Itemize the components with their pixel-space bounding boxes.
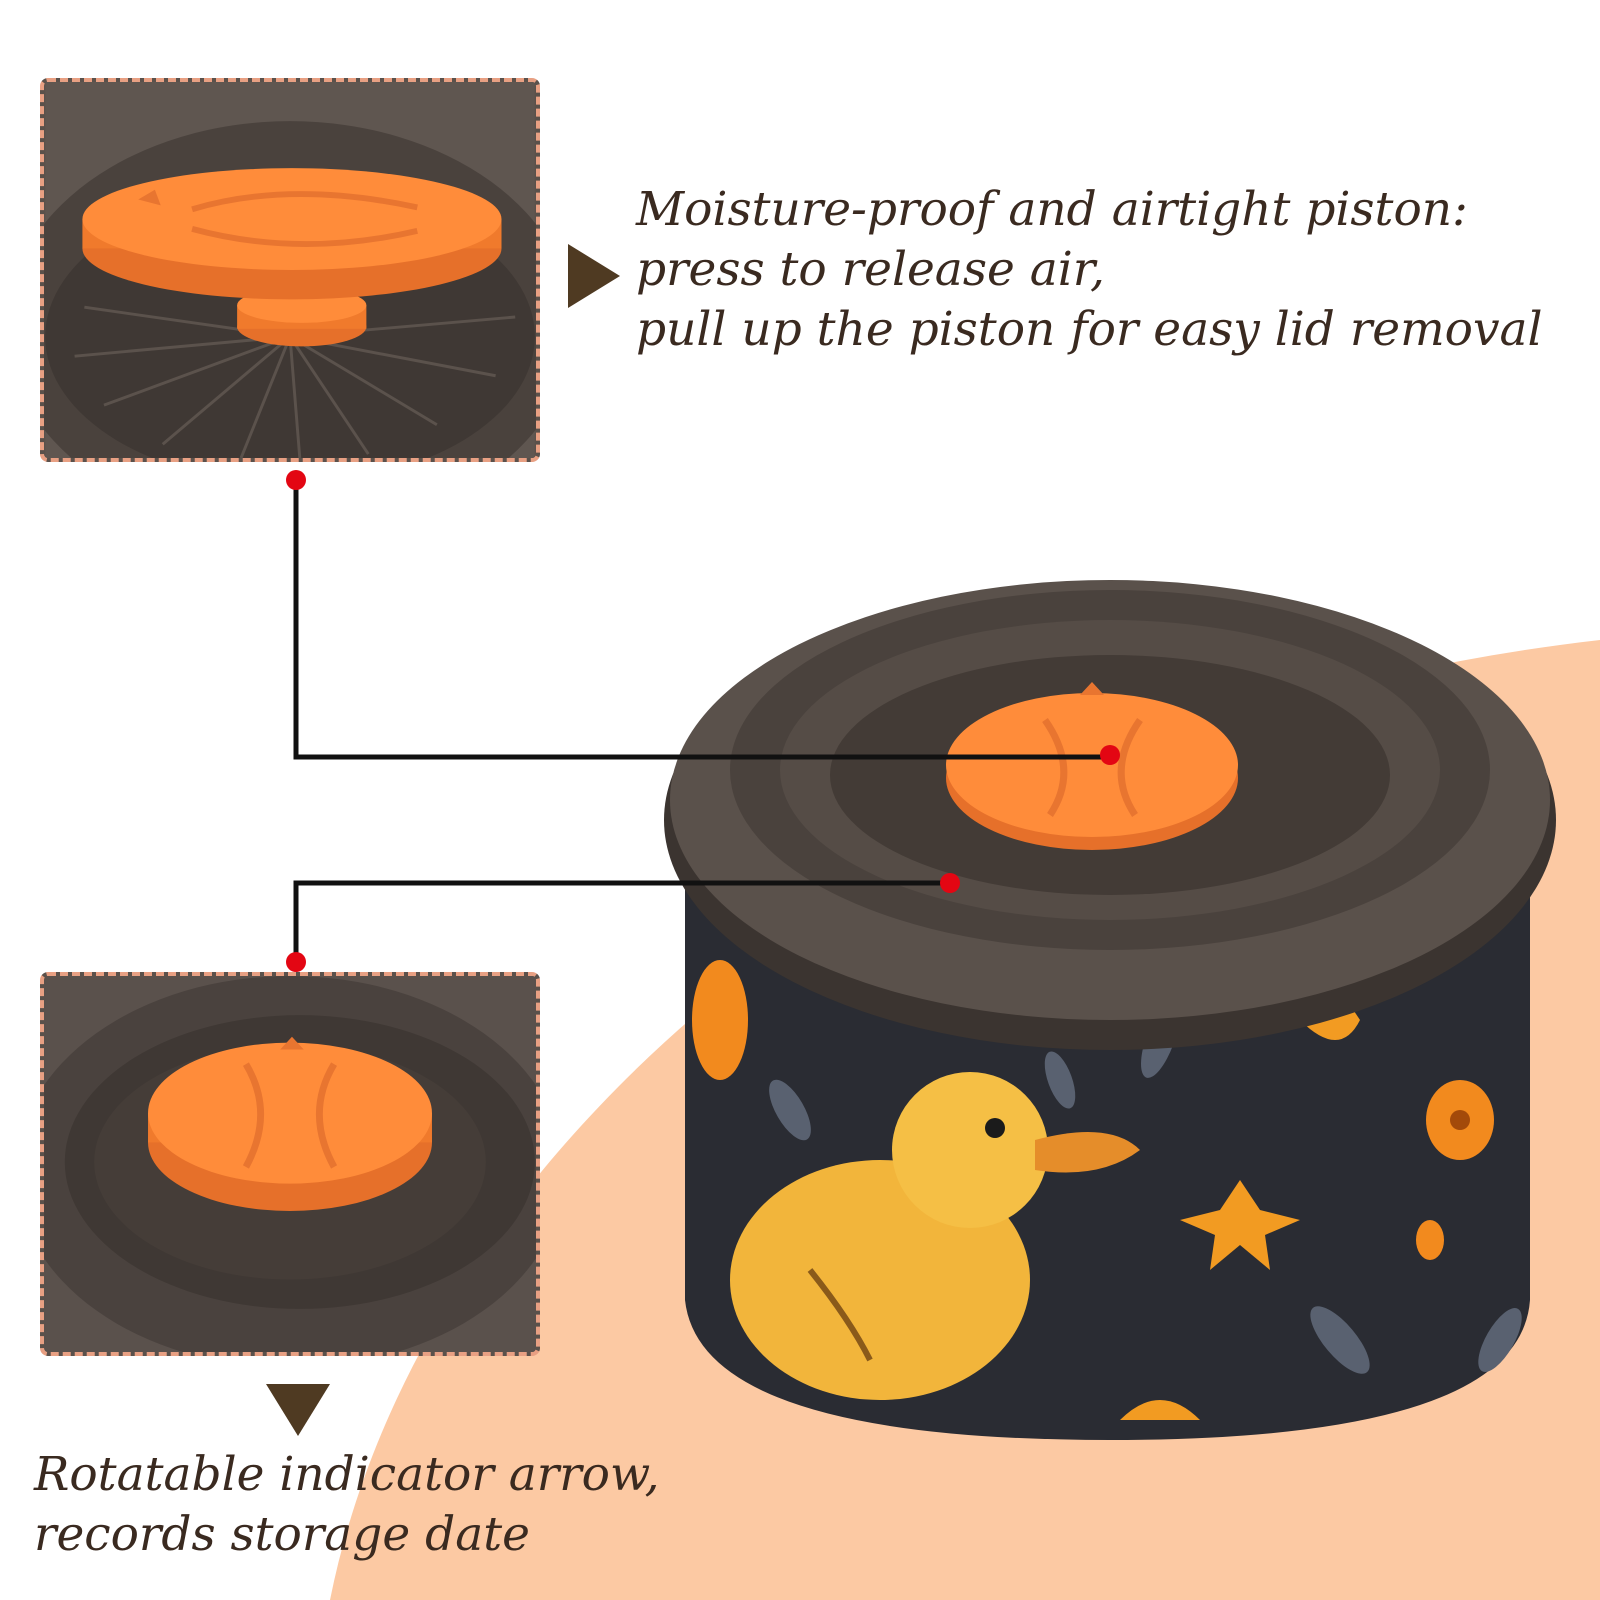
food-container-product	[664, 580, 1556, 1440]
duckling-illustration	[730, 1072, 1140, 1400]
triangle-right-icon	[568, 244, 620, 308]
piston-caption-line1: Moisture-proof and airtight piston:	[636, 182, 1468, 237]
indicator-caption-line2: records storage date	[34, 1507, 530, 1563]
piston-caption-line2: press to release air,	[636, 242, 1105, 298]
floral-pattern	[692, 960, 1522, 1420]
piston-closeup-illustration	[44, 82, 536, 458]
indicator-caption-line1: Rotatable indicator arrow,	[34, 1447, 660, 1502]
indicator-detail-image	[40, 972, 540, 1356]
triangle-down-icon	[266, 1384, 330, 1436]
piston-caption: Moisture-proof and airtight piston: pres…	[636, 180, 1543, 360]
indicator-closeup-illustration	[44, 976, 536, 1352]
piston-caption-line3: pull up the piston for easy lid removal	[636, 302, 1543, 358]
indicator-caption: Rotatable indicator arrow, records stora…	[34, 1445, 660, 1565]
piston-detail-image	[40, 78, 540, 462]
